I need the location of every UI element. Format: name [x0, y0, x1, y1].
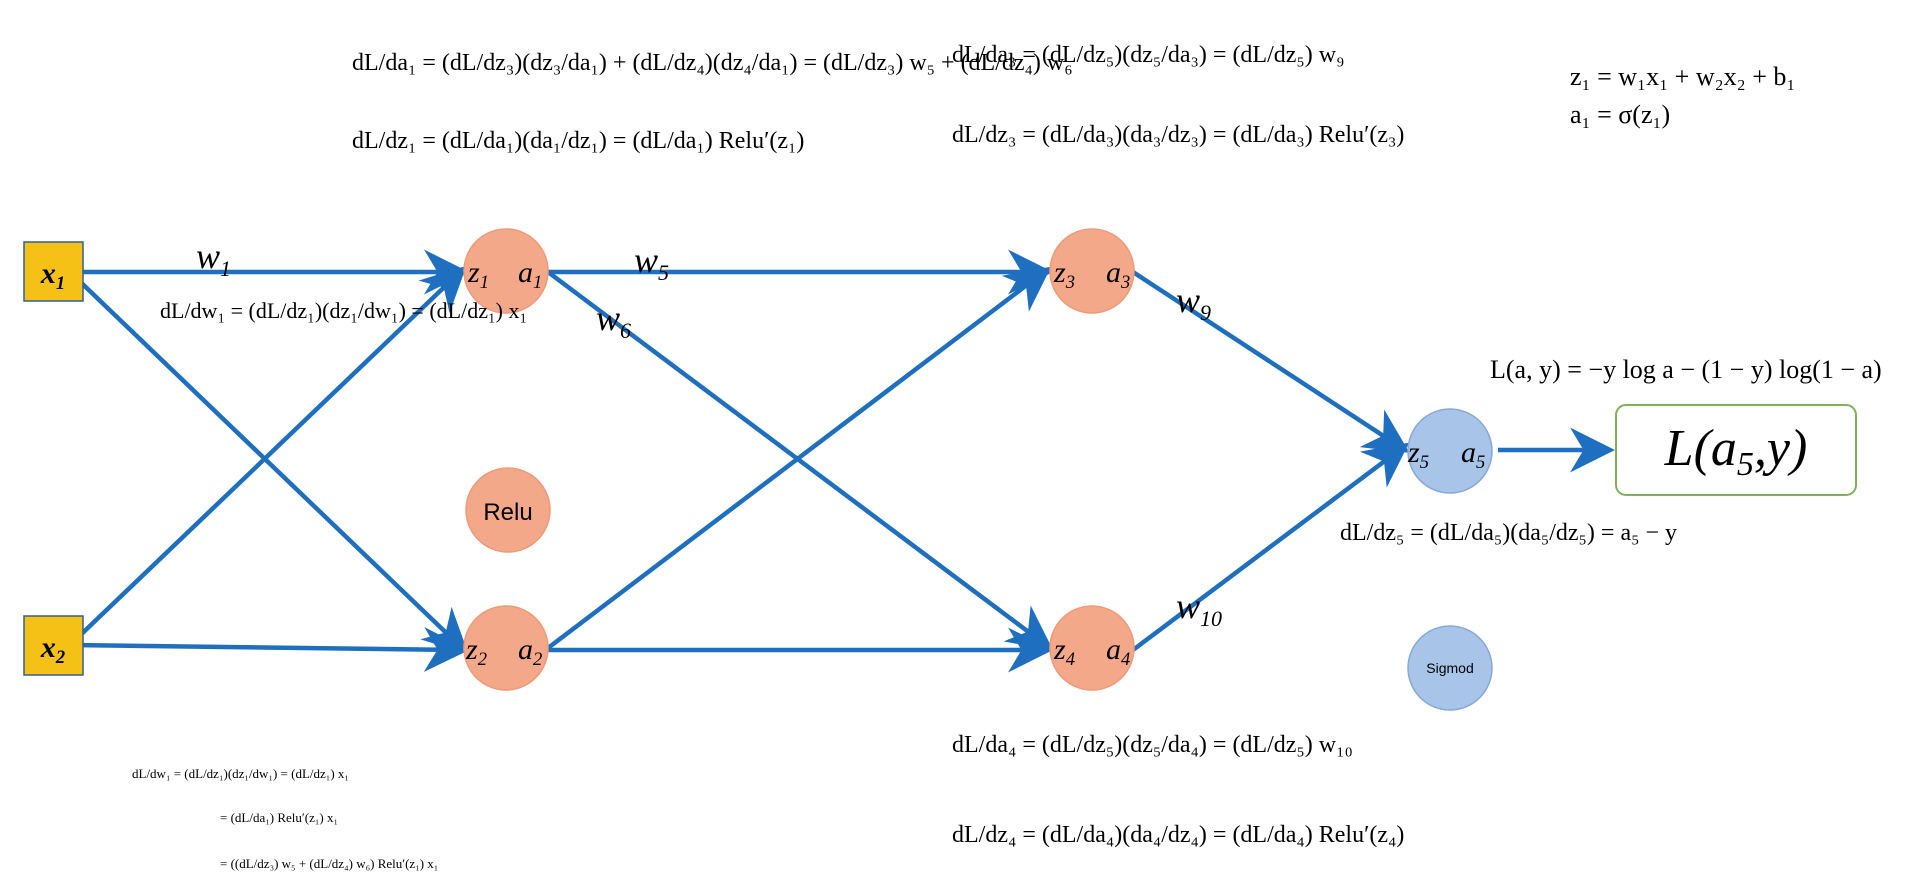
formula-dl-dz1: dL/dz₁ = (dL/da₁)(da₁/dz₁) = (dL/da₁) Re…	[352, 128, 804, 154]
weight-w1: w1	[196, 236, 231, 281]
formula-group-top-left: dL/da₁ = (dL/dz₃)(dz₃/da₁) + (dL/dz₄)(dz…	[352, 50, 1073, 154]
formula-dl-da1: dL/da₁ = (dL/dz₃)(dz₃/da₁) + (dL/dz₄)(dz…	[352, 50, 1073, 76]
svg-text:a2: a2	[518, 633, 542, 670]
svg-text:L(a5,y): L(a5,y)	[1664, 420, 1808, 483]
sigmoid-legend-node: Sigmod	[1407, 625, 1493, 711]
loss-formula: L(a, y) = −y log a − (1 − y) log(1 − a)	[1490, 355, 1882, 384]
formula-dl-dz3: dL/dz₃ = (dL/da₃)(da₃/dz₃) = (dL/da₃) Re…	[952, 122, 1404, 148]
input-node-x1: x1	[23, 241, 84, 302]
edge-h4-out	[1131, 442, 1410, 652]
svg-text:z2: z2	[465, 633, 487, 670]
edge-h3-out	[1131, 270, 1410, 453]
relu-legend-node: Relu	[465, 467, 551, 553]
edge-x2-h1	[68, 265, 467, 647]
formula-dl-dw1-expanded-1: dL/dw₁ = (dL/dz₁)(dz₁/dw₁) = (dL/dz₁) x₁	[132, 766, 349, 781]
svg-text:z1: z1	[467, 256, 489, 293]
svg-text:z5: z5	[1407, 436, 1429, 473]
svg-text:z3: z3	[1053, 256, 1075, 293]
output-node: z5 a5	[1407, 408, 1493, 494]
edges	[68, 249, 1615, 673]
svg-text:a4: a4	[1106, 633, 1130, 670]
formula-dl-da4: dL/da₄ = (dL/dz₅)(dz₅/da₄) = (dL/dz₅) w₁…	[952, 732, 1353, 758]
formula-group-top-right: z₁ = w₁x₁ + w₂x₂ + b₁ a₁ = σ(z₁)	[1570, 62, 1795, 129]
svg-text:z4: z4	[1053, 633, 1075, 670]
svg-text:x1: x1	[40, 257, 65, 294]
loss-box: L(a5,y)	[1615, 404, 1857, 496]
hidden-node-2: z2 a2	[463, 605, 549, 691]
formula-dl-dw1-expanded-3: = ((dL/dz₃) w₅ + (dL/dz₄) w₆) Relu′(z₁) …	[220, 856, 438, 871]
svg-text:x2: x2	[40, 631, 65, 668]
formula-dl-dz5: dL/dz₅ = (dL/da₅)(da₅/dz₅) = a₅ − y	[1340, 520, 1677, 546]
weight-w9: w9	[1176, 280, 1211, 325]
formula-z1-definition: z₁ = w₁x₁ + w₂x₂ + b₁	[1570, 62, 1795, 91]
sigmoid-label: Sigmod	[1426, 660, 1473, 676]
hidden-node-1: z1 a1	[463, 228, 549, 314]
formula-a1-definition: a₁ = σ(z₁)	[1570, 100, 1670, 129]
formula-dl-dz4: dL/dz₄ = (dL/da₄)(da₄/dz₄) = (dL/da₄) Re…	[952, 822, 1404, 848]
formula-dl-dw1-expanded-2: = (dL/da₁) Relu′(z₁) x₁	[220, 810, 338, 825]
input-node-x2: x2	[23, 615, 84, 676]
svg-text:a1: a1	[518, 256, 542, 293]
formula-dl-da3: dL/da₃ = (dL/dz₅)(dz₅/da₃) = (dL/dz₅) w₉	[952, 42, 1344, 68]
hidden-node-4: z4 a4	[1049, 605, 1135, 691]
formula-dl-dw1: dL/dw₁ = (dL/dz₁)(dz₁/dw₁) = (dL/dz₁) x₁	[160, 298, 527, 323]
edge-h2-h3	[546, 266, 1052, 650]
svg-text:a5: a5	[1461, 436, 1485, 473]
formula-group-bottom-mid: dL/da₄ = (dL/dz₅)(dz₅/da₄) = (dL/dz₅) w₁…	[952, 732, 1404, 848]
weight-w6: w6	[596, 298, 631, 343]
svg-text:a3: a3	[1106, 256, 1130, 293]
formula-group-bottom-left: dL/dw₁ = (dL/dz₁)(dz₁/dw₁) = (dL/dz₁) x₁…	[132, 766, 438, 871]
formula-group-top-mid: dL/da₃ = (dL/dz₅)(dz₅/da₃) = (dL/dz₅) w₉…	[952, 42, 1404, 148]
weight-w5: w5	[634, 240, 669, 285]
edge-x2-h2	[69, 627, 469, 673]
hidden-node-3: z3 a3	[1049, 228, 1135, 314]
weight-w10: w10	[1176, 586, 1222, 631]
relu-label: Relu	[483, 499, 532, 526]
